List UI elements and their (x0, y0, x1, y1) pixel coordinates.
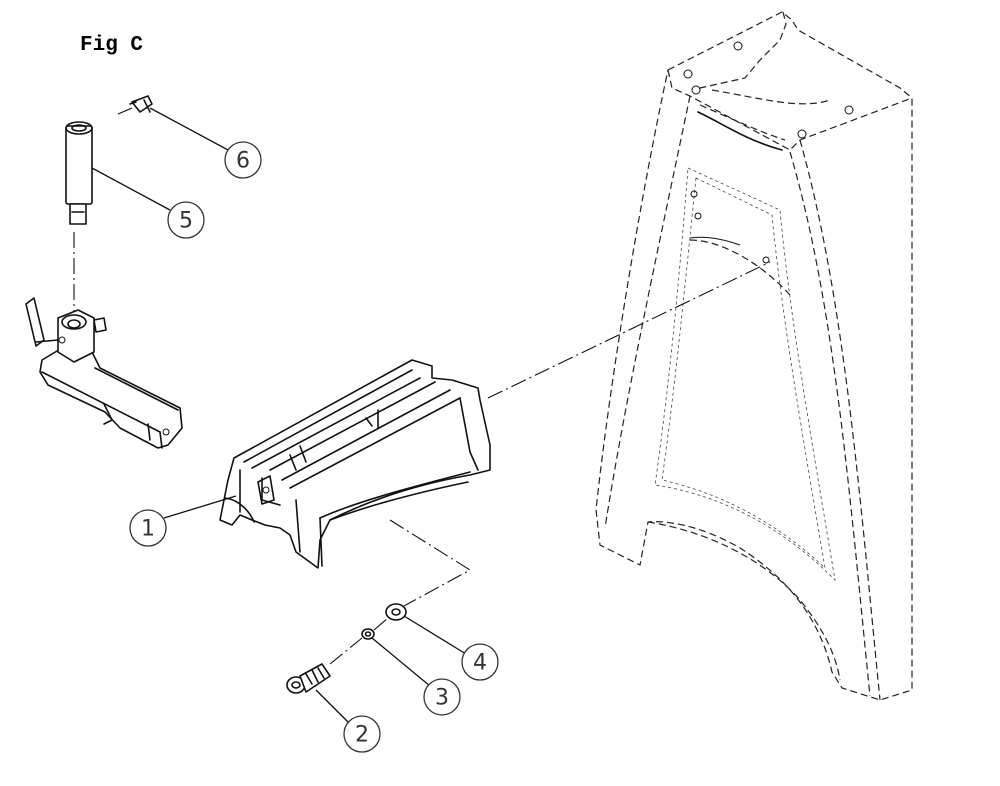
tool-rest-banjo (25, 297, 183, 449)
callout-6-label: 6 (236, 149, 250, 174)
callout-1: 1 (129, 495, 237, 547)
callout-5-label: 5 (179, 209, 193, 234)
callout-5: 5 (91, 167, 205, 239)
callout-1-label: 1 (141, 517, 155, 542)
part-4-flat-washer (385, 603, 407, 621)
figure-title: Fig C (80, 34, 144, 57)
callout-2: 2 (315, 689, 381, 753)
part-2-bolt (286, 663, 331, 694)
callout-4-label: 4 (473, 651, 487, 676)
part-5-post (65, 121, 93, 225)
callout-2-label: 2 (355, 723, 369, 748)
part-3-lock-washer (361, 628, 375, 640)
part-6-set-screw (129, 95, 153, 113)
callout-4: 4 (403, 615, 499, 681)
part-1-base (219, 359, 491, 569)
callout-3-label: 3 (435, 686, 449, 711)
assembly-centerlines (73, 107, 771, 665)
stand-leg (595, 11, 913, 701)
callout-3: 3 (371, 637, 461, 716)
callout-6: 6 (149, 107, 262, 179)
